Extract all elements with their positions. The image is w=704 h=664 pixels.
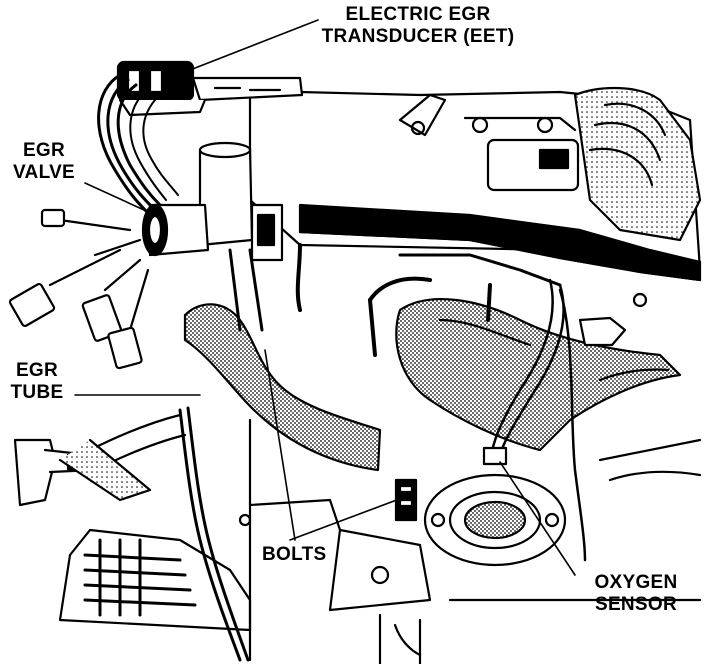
- engine-block: [238, 292, 702, 664]
- egr-valve-label: EGR VALVE: [8, 140, 80, 184]
- dipstick-tube: [178, 406, 250, 662]
- egr-tube: [183, 248, 382, 472]
- connectors: [8, 208, 150, 370]
- eet-transducer: [116, 60, 304, 117]
- egr-valve: [141, 141, 284, 262]
- eet-label: ELECTRIC EGR TRANSDUCER (EET): [318, 4, 518, 48]
- bolt-bracket: [328, 478, 432, 612]
- exhaust-manifold: [395, 298, 682, 452]
- bolts-label: BOLTS: [262, 544, 327, 565]
- oxygen-sensor-label: OXYGEN SENSOR: [582, 572, 690, 616]
- wiring-harness: [97, 73, 179, 217]
- egr-tube-label-line1: EGR: [15, 360, 59, 381]
- oxygen-sensor: [482, 278, 587, 562]
- lower-left-assembly: [13, 413, 252, 632]
- eet-label-line2: TRANSDUCER (EET): [321, 26, 515, 47]
- vacuum-hoses: [295, 243, 562, 357]
- eet-label-line1: ELECTRIC EGR: [345, 4, 491, 25]
- oxygen-sensor-label-line1: OXYGEN: [594, 572, 678, 593]
- exhaust-flange: [423, 473, 567, 567]
- egr-tube-label: EGR TUBE: [6, 360, 68, 404]
- egr-valve-label-line1: EGR: [22, 140, 66, 161]
- egr-valve-label-line2: VALVE: [12, 162, 76, 183]
- egr-tube-label-line2: TUBE: [10, 382, 64, 403]
- leader-lines: [74, 19, 576, 576]
- sensor-bracket: [398, 93, 580, 192]
- throttle-body: [573, 87, 702, 242]
- oxygen-sensor-label-line2: SENSOR: [594, 594, 678, 615]
